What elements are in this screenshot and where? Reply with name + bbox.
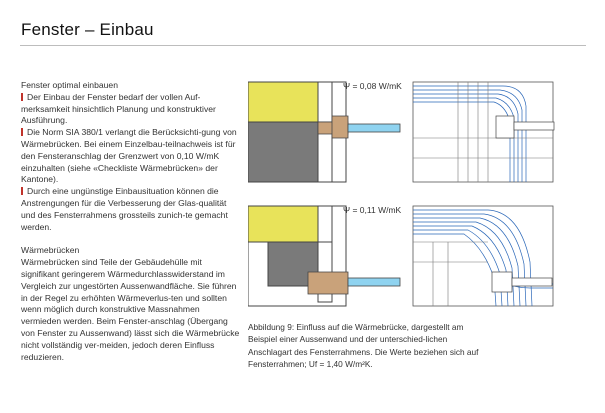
text-column: Fenster optimal einbauen Der Einbau der …	[21, 80, 241, 363]
bullet-paragraph: Die Norm SIA 380/1 verlangt die Berücksi…	[21, 127, 241, 186]
wall-section-bottom	[248, 205, 554, 307]
red-bullet-icon	[21, 92, 23, 101]
bullet-text: Der Einbau der Fenster bedarf der vollen…	[21, 91, 216, 126]
page-title: Fenster – Einbau	[21, 20, 154, 39]
figure-caption: Abbildung 9: Einfluss auf die Wärmebrück…	[248, 322, 479, 369]
bullet-text: Die Norm SIA 380/1 verlangt die Berücksi…	[21, 127, 237, 185]
bullet-paragraph: Der Einbau der Fenster bedarf der vollen…	[21, 92, 241, 127]
section-heading-waermebruecken: Wärmebrücken	[21, 245, 80, 256]
title-divider	[20, 45, 586, 46]
section-heading-fenster: Fenster optimal einbauen	[21, 80, 118, 90]
red-bullet-icon	[21, 187, 23, 196]
psi-value-top: Ψ = 0,08 W/mK	[343, 81, 402, 91]
red-bullet-icon	[21, 128, 23, 137]
psi-value-bottom: Ψ = 0,11 W/mK	[343, 205, 402, 215]
bullet-paragraph: Durch eine ungünstige Einbausituation kö…	[21, 186, 241, 233]
insulation-layer	[248, 205, 319, 243]
bullet-text: Durch eine ungünstige Einbausituation kö…	[21, 186, 228, 232]
isotherm-plot	[412, 81, 554, 183]
window-frame	[307, 271, 349, 295]
plaster-layer	[317, 81, 333, 123]
waermebruecken-paragraph: Wärmebrücken sind Teile der Gebäudehülle…	[21, 257, 240, 362]
masonry-block	[248, 121, 319, 183]
glazing	[347, 123, 401, 133]
insulation-layer	[248, 81, 319, 123]
glazing	[347, 277, 401, 287]
wall-section-top	[248, 81, 555, 183]
isotherm-plot	[412, 205, 554, 307]
